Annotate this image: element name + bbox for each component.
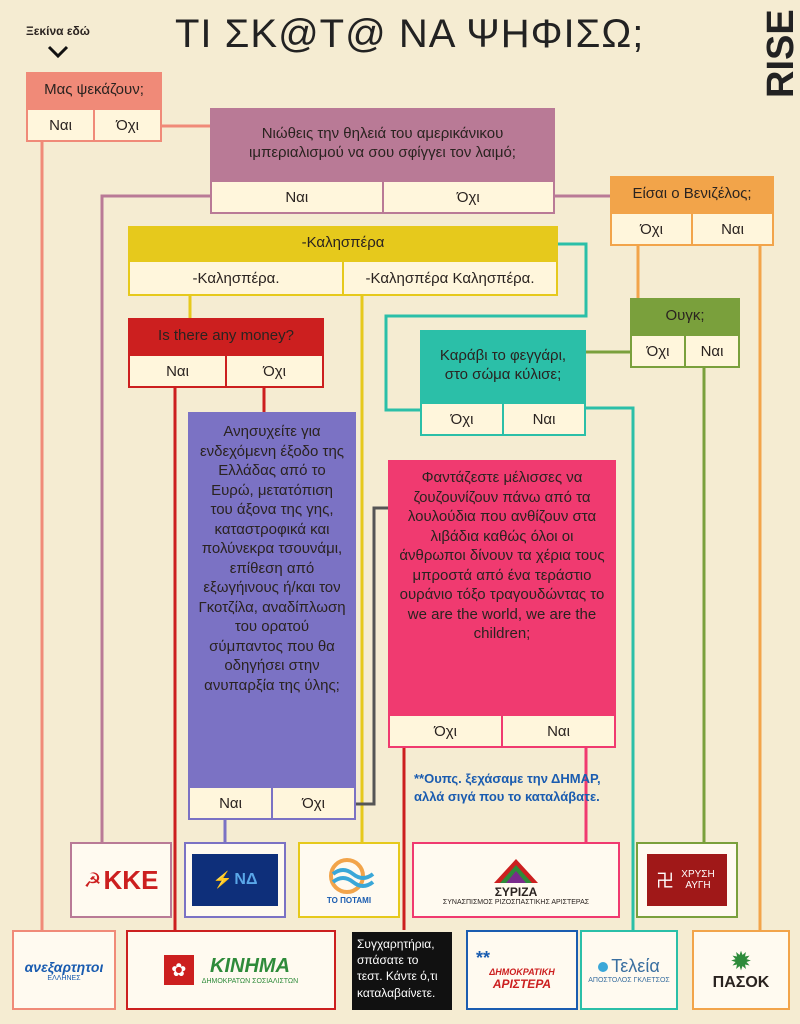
option-q2-no[interactable]: Όχι: [381, 182, 554, 212]
option-q6-no[interactable]: Όχι: [450, 410, 474, 428]
final-message: Συγχαρητήρια, σπάσατε το τεστ. Κάντε ό,τ…: [352, 932, 452, 1010]
connector-q6-yes: [585, 406, 635, 930]
party-dimar[interactable]: ** ΔΗΜΟΚΡΑΤΙΚΗ ΑΡΙΣΤΕΡΑ: [466, 930, 578, 1010]
question-q6: Καράβι το φεγγάρι, στο σώμα κύλισε;: [420, 330, 586, 402]
dot-icon: [598, 961, 609, 972]
connector-q6-in: [384, 300, 588, 412]
party-syriza[interactable]: ΣΥΡΙΖΑ ΣΥΝΑΣΠΙΣΜΟΣ ΡΙΖΟΣΠΑΣΤΙΚΗΣ ΑΡΙΣΤΕΡ…: [412, 842, 620, 918]
option-q8-yes[interactable]: Ναι: [219, 794, 242, 812]
question-q2: Νιώθεις την θηλειά του αμερικάνικου ιμπε…: [210, 108, 555, 180]
question-q3: Είσαι ο Βενιζέλος;: [610, 176, 774, 212]
party-teleia-label: Τελεία: [611, 956, 660, 976]
options-q2: Ναι Όχι: [210, 180, 555, 214]
party-kinima-sublabel: ΔΗΜΟΚΡΑΤΩΝ ΣΟΣΙΑΛΙΣΤΩΝ: [201, 978, 299, 985]
river-icon: [329, 857, 375, 894]
party-syriza-sublabel: ΣΥΝΑΣΠΙΣΜΟΣ ΡΙΖΟΣΠΑΣΤΙΚΗΣ ΑΡΙΣΤΕΡΑΣ: [442, 898, 590, 906]
party-potami[interactable]: ΤΟ ΠΟΤΑΜΙ: [298, 842, 400, 918]
question-q9: Φαντάζεστε μέλισσες να ζουζουνίζουν πάνω…: [388, 460, 616, 714]
options-q6: Όχι Ναι: [420, 402, 586, 436]
option-q9-no[interactable]: Όχι: [434, 722, 457, 740]
option-q7-no[interactable]: Όχι: [646, 342, 670, 360]
page-title: ΤΙ ΣΚ@Τ@ ΝΑ ΨΗΦΙΣΩ;: [175, 12, 645, 56]
party-kinima-label: ΚΙΝΗΜΑ: [210, 955, 290, 977]
party-dimar-label-2: ΑΡΙΣΤΕΡΑ: [492, 977, 552, 991]
hammer-sickle-icon: ☭: [83, 869, 102, 892]
options-q7: Όχι Ναι: [630, 334, 740, 368]
party-xa[interactable]: 卍 ΧΡΥΣΗ ΑΥΓΗ: [636, 842, 738, 918]
options-q9: Όχι Ναι: [388, 714, 616, 748]
rose-icon: ✿: [163, 955, 194, 985]
party-xa-label: ΧΡΥΣΗ ΑΥΓΗ: [681, 869, 715, 891]
party-anel-sublabel: ΕΛΛΗΝΕΣ: [47, 974, 81, 982]
option-q2-yes[interactable]: Ναι: [285, 188, 309, 206]
party-nd[interactable]: ⚡ ΝΔ: [184, 842, 286, 918]
flag-icon: [494, 858, 538, 883]
party-teleia-sublabel: ΑΠΟΣΤΟΛΟΣ ΓΚΛΕΤΣΟΣ: [588, 977, 670, 984]
options-q4: -Καλησπέρα. -Καλησπέρα Καλησπέρα.: [128, 260, 558, 296]
question-q7: Ουγκ;: [630, 298, 740, 334]
brand-logo: RISE: [760, 9, 800, 98]
option-q5-yes[interactable]: Ναι: [166, 362, 189, 380]
connector-q8-no: [356, 506, 388, 806]
party-kke-label: ΚΚΕ: [103, 864, 159, 895]
question-q4: -Καλησπέρα: [128, 226, 558, 260]
option-q8-no[interactable]: Όχι: [271, 788, 354, 818]
party-pasok[interactable]: ✹ ΠΑΣΟΚ: [692, 930, 790, 1010]
party-nd-label: ΝΔ: [234, 871, 258, 888]
question-q5: Is there any money?: [128, 318, 324, 354]
options-q3: Όχι Ναι: [610, 212, 774, 246]
options-q8: Ναι Όχι: [188, 786, 356, 820]
option-q1-no[interactable]: Όχι: [93, 110, 160, 140]
start-label: Ξεκίνα εδώ: [26, 24, 90, 38]
sun-icon: ✹: [730, 946, 752, 976]
party-kinima[interactable]: ✿ ΚΙΝΗΜΑ ΔΗΜΟΚΡΑΤΩΝ ΣΟΣΙΑΛΙΣΤΩΝ: [126, 930, 336, 1010]
connector-q2-yes: [100, 194, 212, 842]
option-q5-no[interactable]: Όχι: [225, 356, 322, 386]
torch-icon: ⚡: [212, 872, 233, 889]
option-q9-yes[interactable]: Ναι: [501, 716, 614, 746]
options-q5: Ναι Όχι: [128, 354, 324, 388]
option-q6-yes[interactable]: Ναι: [502, 404, 584, 434]
connector-q4-q6: [558, 242, 588, 300]
dimar-note: **Ουπς. ξεχάσαμε την ΔΗΜΑΡ, αλλά σιγά πο…: [414, 771, 601, 804]
option-q7-yes[interactable]: Ναι: [684, 336, 738, 366]
option-q3-yes[interactable]: Ναι: [691, 214, 772, 244]
meander-icon: 卍: [656, 871, 674, 891]
option-q3-no[interactable]: Όχι: [640, 220, 663, 238]
question-q1: Μας ψεκάζουν;: [26, 72, 162, 108]
party-dimar-label-1: ΔΗΜΟΚΡΑΤΙΚΗ: [489, 967, 555, 977]
chevron-down-icon: [47, 45, 69, 59]
party-anel-label: ανεξαρτητοι: [24, 958, 104, 975]
party-dimar-stars: **: [476, 948, 491, 968]
option-q4-greeting1[interactable]: -Καλησπέρα.: [192, 269, 280, 287]
options-q1: Ναι Όχι: [26, 108, 162, 142]
party-syriza-label: ΣΥΡΙΖΑ: [494, 884, 538, 899]
option-q4-greeting2[interactable]: -Καλησπέρα Καλησπέρα.: [342, 262, 556, 294]
party-anel[interactable]: ανεξαρτητοι ΕΛΛΗΝΕΣ: [12, 930, 116, 1010]
option-q1-yes[interactable]: Ναι: [49, 116, 72, 134]
question-q8: Ανησυχείτε για ενδεχόμενη έξοδο της Ελλά…: [188, 412, 356, 786]
party-kke[interactable]: ☭ ΚΚΕ: [70, 842, 172, 918]
party-potami-label: ΤΟ ΠΟΤΑΜΙ: [326, 895, 372, 905]
party-pasok-label: ΠΑΣΟΚ: [712, 974, 770, 991]
party-teleia[interactable]: Τελεία ΑΠΟΣΤΟΛΟΣ ΓΚΛΕΤΣΟΣ: [580, 930, 678, 1010]
